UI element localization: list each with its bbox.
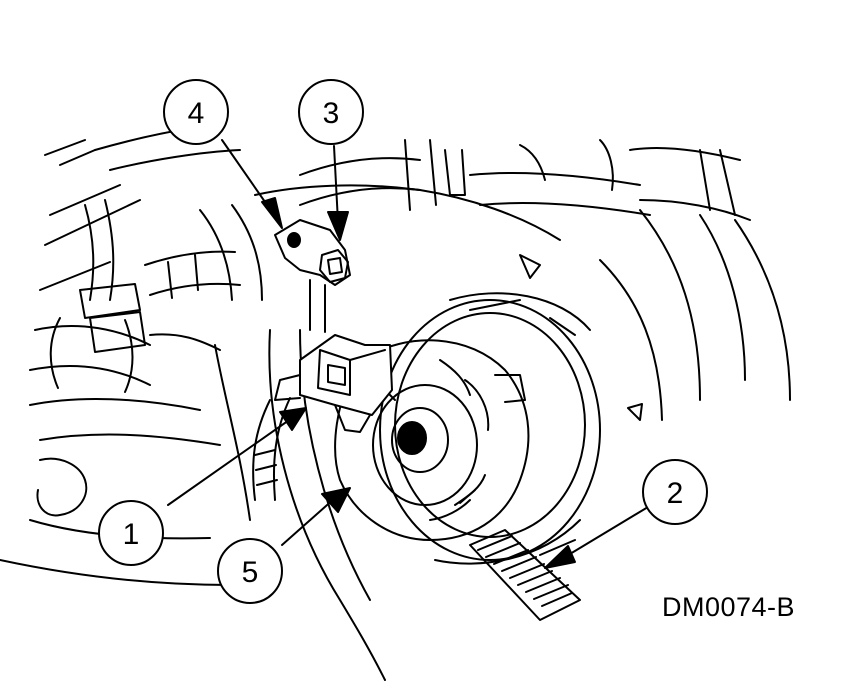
svg-text:3: 3 bbox=[323, 97, 340, 130]
callout-4: 4 bbox=[163, 79, 229, 145]
pulley-assembly bbox=[334, 292, 601, 565]
svg-text:2: 2 bbox=[667, 477, 684, 510]
callout-1: 1 bbox=[98, 500, 164, 566]
svg-text:1: 1 bbox=[123, 518, 140, 551]
svg-text:5: 5 bbox=[242, 556, 259, 589]
leader-arrows bbox=[167, 139, 649, 569]
figure-code: DM0074-B bbox=[662, 592, 796, 622]
svg-text:4: 4 bbox=[188, 97, 205, 130]
wiring-harness bbox=[469, 529, 581, 621]
callout-5: 5 bbox=[217, 538, 283, 604]
callout-3: 3 bbox=[298, 79, 364, 145]
sensor-connector bbox=[252, 334, 393, 501]
callout-2: 2 bbox=[642, 459, 708, 525]
bracket-and-bolt bbox=[274, 219, 351, 333]
